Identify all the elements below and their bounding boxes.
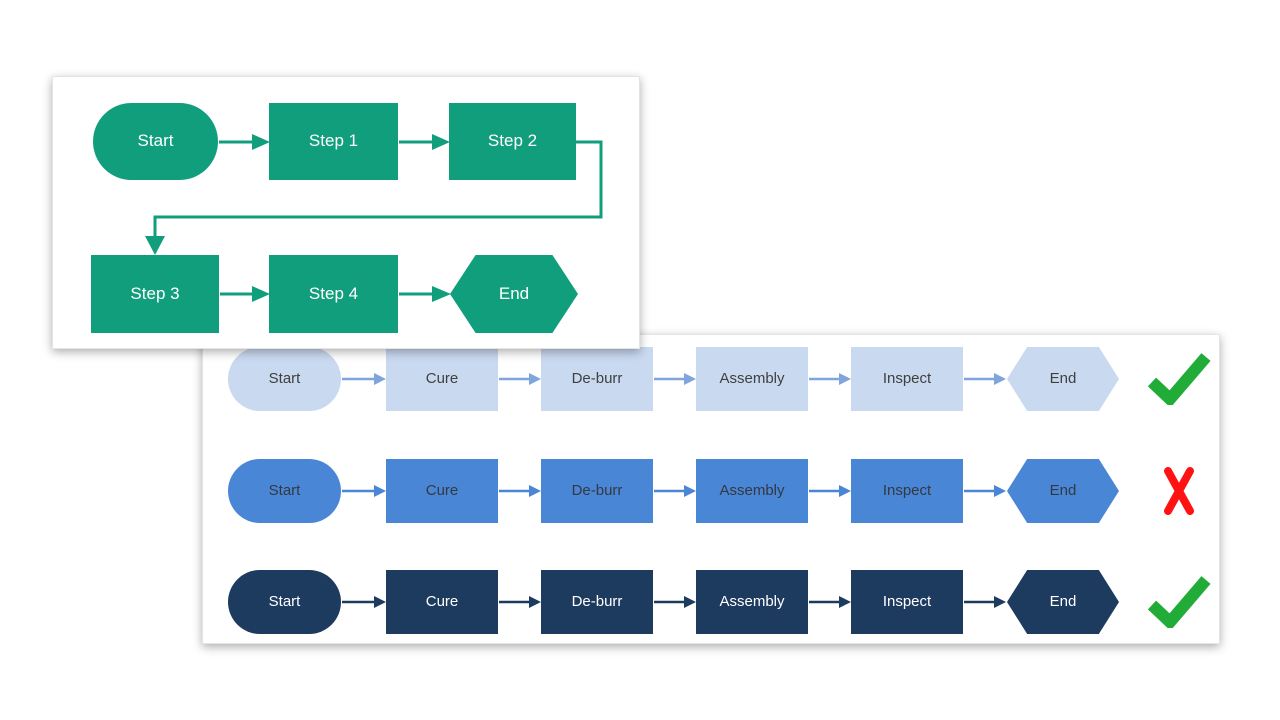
x-icon (1164, 467, 1194, 515)
variant-row2-node-inspect: Inspect (851, 459, 963, 523)
variant-row3-node-end: End (1007, 570, 1119, 634)
variant-row2-node-assembly: Assembly (696, 459, 808, 523)
variant-row1-node-cure: Cure (386, 347, 498, 411)
green-flowchart-card: Start Step 1 Step 2 Step 3 Step 4 End (52, 76, 640, 349)
green-node-step1: Step 1 (269, 103, 398, 180)
variant-row1-node-inspect: Inspect (851, 347, 963, 411)
variant-row3-node-assembly: Assembly (696, 570, 808, 634)
variant-row2-node-start: Start (228, 459, 341, 523)
green-node-end: End (450, 255, 578, 333)
variant-row3-node-inspect: Inspect (851, 570, 963, 634)
variant-row1-node-assembly: Assembly (696, 347, 808, 411)
variant-row3-node-deburr: De-burr (541, 570, 653, 634)
variant-row3-node-start: Start (228, 570, 341, 634)
variant-row2-node-end: End (1007, 459, 1119, 523)
green-node-step2: Step 2 (449, 103, 576, 180)
variant-row2-node-deburr: De-burr (541, 459, 653, 523)
variant-row1-node-deburr: De-burr (541, 347, 653, 411)
green-node-step4: Step 4 (269, 255, 398, 333)
check-icon (1147, 576, 1211, 628)
variant-row1-node-start: Start (228, 347, 341, 411)
variant-row2-node-cure: Cure (386, 459, 498, 523)
variant-row1-node-end: End (1007, 347, 1119, 411)
green-node-start: Start (93, 103, 218, 180)
variant-flowcharts-card: Start Cure De-burr Assembly Inspect End … (202, 334, 1220, 644)
variant-row3-node-cure: Cure (386, 570, 498, 634)
check-icon (1147, 353, 1211, 405)
green-node-step3: Step 3 (91, 255, 219, 333)
